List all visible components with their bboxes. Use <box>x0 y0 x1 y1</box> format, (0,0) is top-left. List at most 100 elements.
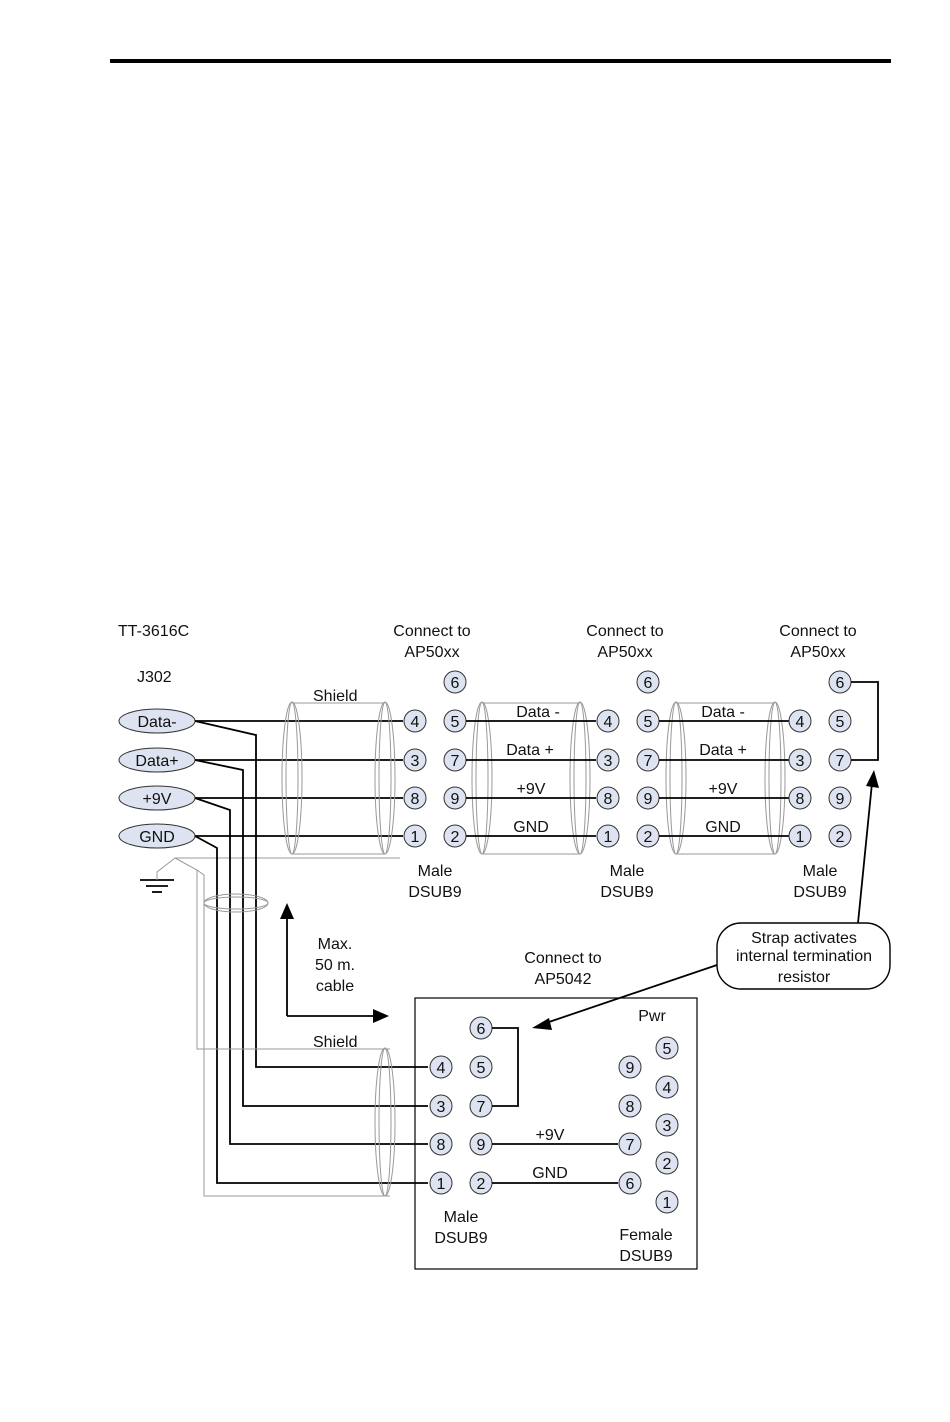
shield-label-branch: Shield <box>313 1034 357 1051</box>
svg-text:2: 2 <box>451 829 460 846</box>
svg-text:Male: Male <box>418 863 453 880</box>
svg-text:GND: GND <box>513 819 549 836</box>
svg-text:1: 1 <box>411 829 420 846</box>
svg-text:4: 4 <box>411 714 420 731</box>
svg-text:1: 1 <box>437 1176 446 1193</box>
svg-text:internal termination: internal termination <box>736 948 872 965</box>
svg-text:Female: Female <box>619 1227 672 1244</box>
svg-text:+9V: +9V <box>709 781 738 798</box>
svg-text:2: 2 <box>663 1156 672 1173</box>
signal-data-minus: Data- <box>118 708 196 734</box>
svg-text:3: 3 <box>796 753 805 770</box>
svg-text:Male: Male <box>444 1209 479 1226</box>
svg-text:6: 6 <box>644 675 653 692</box>
device-name: TT-3616C <box>118 623 189 640</box>
svg-text:9: 9 <box>626 1060 635 1077</box>
svg-text:AP5042: AP5042 <box>535 971 592 988</box>
svg-text:3: 3 <box>663 1118 672 1135</box>
svg-text:5: 5 <box>663 1041 672 1058</box>
links-2-3: Data - Data + +9V GND <box>659 704 789 837</box>
svg-text:9: 9 <box>644 791 653 808</box>
shield-trunk-1 <box>281 701 396 855</box>
svg-text:7: 7 <box>836 753 845 770</box>
svg-text:AP50xx: AP50xx <box>404 644 459 661</box>
svg-text:8: 8 <box>626 1099 635 1116</box>
svg-text:8: 8 <box>411 791 420 808</box>
svg-text:6: 6 <box>477 1021 486 1038</box>
svg-text:Connect to: Connect to <box>779 623 856 640</box>
links-1-2: Data - Data + +9V GND <box>466 704 596 837</box>
svg-text:DSUB9: DSUB9 <box>408 884 461 901</box>
svg-text:1: 1 <box>604 829 613 846</box>
svg-text:+9V: +9V <box>536 1127 565 1144</box>
svg-text:Data -: Data - <box>516 704 560 721</box>
svg-text:resistor: resistor <box>778 969 831 986</box>
ap50xx-connector-1: Connect to AP50xx 6 4 5 3 7 8 9 1 2 Male… <box>393 623 470 901</box>
shield-label-trunk: Shield <box>313 688 357 705</box>
svg-text:+9V: +9V <box>517 781 546 798</box>
svg-text:AP50xx: AP50xx <box>790 644 845 661</box>
svg-text:2: 2 <box>836 829 845 846</box>
cable-length-note: Max. 50 m. cable <box>280 903 389 1023</box>
ap5042-connector: Connect to AP5042 Pwr 6 4 5 3 7 8 9 1 2 … <box>414 950 698 1270</box>
svg-text:6: 6 <box>451 675 460 692</box>
shield-branch-vertical <box>203 893 269 913</box>
svg-text:DSUB9: DSUB9 <box>793 884 846 901</box>
svg-text:Male: Male <box>803 863 838 880</box>
shield-trunk-2 <box>471 701 591 855</box>
svg-text:9: 9 <box>451 791 460 808</box>
svg-text:6: 6 <box>836 675 845 692</box>
connector-name: J302 <box>137 669 172 686</box>
svg-text:2: 2 <box>477 1176 486 1193</box>
svg-text:5: 5 <box>451 714 460 731</box>
svg-text:DSUB9: DSUB9 <box>600 884 653 901</box>
svg-text:1: 1 <box>663 1195 672 1212</box>
svg-text:50 m.: 50 m. <box>315 957 355 974</box>
svg-text:AP50xx: AP50xx <box>597 644 652 661</box>
branch-wires <box>194 720 428 1184</box>
ap50xx-connector-2: Connect to AP50xx 6 4 5 3 7 8 9 1 2 Male… <box>586 623 663 901</box>
termination-strap-ap5042 <box>492 1027 519 1107</box>
svg-text:Connect to: Connect to <box>393 623 470 640</box>
svg-text:Male: Male <box>610 863 645 880</box>
svg-text:9: 9 <box>836 791 845 808</box>
svg-text:GND: GND <box>139 829 175 846</box>
trunk-wires <box>195 720 403 837</box>
svg-text:Connect to: Connect to <box>524 950 601 967</box>
signal-data-plus: Data+ <box>118 747 196 773</box>
svg-text:5: 5 <box>836 714 845 731</box>
svg-text:Strap activates: Strap activates <box>751 930 857 947</box>
svg-text:4: 4 <box>663 1080 672 1097</box>
svg-text:Pwr: Pwr <box>638 1008 666 1025</box>
signal-gnd: GND <box>118 823 196 849</box>
svg-text:3: 3 <box>437 1099 446 1116</box>
svg-text:Data-: Data- <box>137 714 176 731</box>
svg-text:Data -: Data - <box>701 704 745 721</box>
header-rule <box>110 59 891 63</box>
svg-text:DSUB9: DSUB9 <box>434 1230 487 1247</box>
svg-text:7: 7 <box>451 753 460 770</box>
svg-text:1: 1 <box>796 829 805 846</box>
shield-trunk-3 <box>665 701 786 855</box>
signal-9v: +9V <box>118 785 196 811</box>
svg-text:4: 4 <box>604 714 613 731</box>
svg-text:6: 6 <box>626 1176 635 1193</box>
branch-shield <box>174 857 390 1197</box>
svg-text:7: 7 <box>644 753 653 770</box>
svg-text:Data+: Data+ <box>135 753 178 770</box>
svg-text:2: 2 <box>644 829 653 846</box>
svg-text:8: 8 <box>437 1137 446 1154</box>
svg-text:8: 8 <box>796 791 805 808</box>
svg-text:7: 7 <box>477 1099 486 1116</box>
svg-text:Data +: Data + <box>699 742 747 759</box>
shield-branch-ap5042 <box>374 1047 396 1197</box>
svg-text:9: 9 <box>477 1137 486 1154</box>
svg-text:3: 3 <box>411 753 420 770</box>
svg-text:Data +: Data + <box>506 742 554 759</box>
svg-text:Connect to: Connect to <box>586 623 663 640</box>
svg-text:7: 7 <box>626 1137 635 1154</box>
svg-text:GND: GND <box>532 1165 568 1182</box>
svg-text:GND: GND <box>705 819 741 836</box>
ground-icon <box>140 857 400 893</box>
